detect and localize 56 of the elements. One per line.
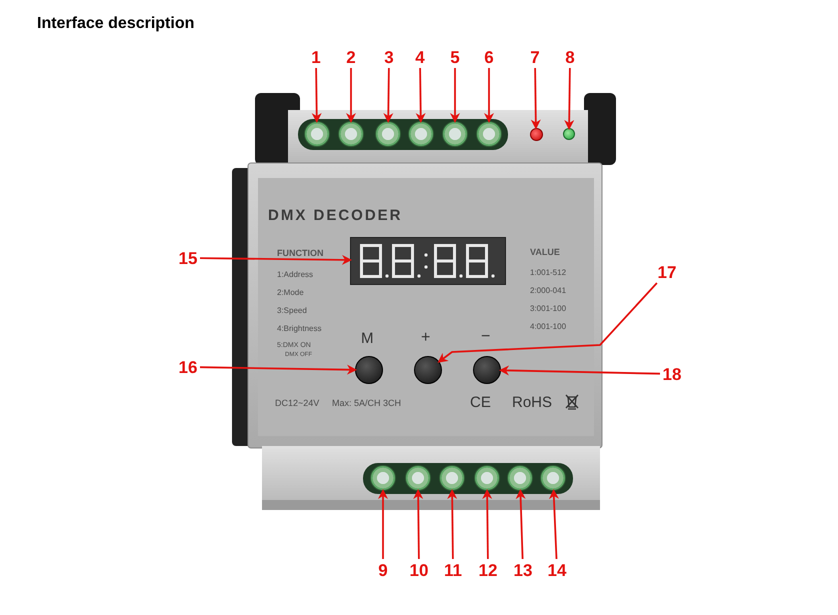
leader-arrow	[516, 489, 526, 560]
led-display	[350, 237, 506, 285]
leader-arrow	[416, 68, 426, 123]
leader-arrow	[378, 489, 388, 559]
leader-arrow	[438, 282, 658, 363]
callout-number: 15	[176, 247, 200, 269]
value-heading: VALUE	[530, 248, 560, 257]
function-item: 1:Address	[277, 271, 314, 279]
product-name: DMX DECODER	[268, 208, 403, 223]
callout-number: 11	[441, 559, 465, 581]
callout-number: 6	[479, 46, 499, 68]
callout-number: 1	[306, 46, 326, 68]
leader-arrow	[312, 68, 322, 123]
callout-number: 18	[660, 363, 684, 385]
callout-number: 10	[407, 559, 431, 581]
callout-number: 13	[511, 559, 535, 581]
callout-number: 3	[379, 46, 399, 68]
leader-arrow	[484, 68, 494, 123]
leader-arrow	[200, 364, 357, 375]
power-rating: DC12~24V	[275, 399, 320, 408]
leader-arrow	[383, 68, 394, 123]
callout-number: 4	[410, 46, 430, 68]
function-item: 2:Mode	[277, 289, 304, 297]
leader-arrow	[530, 68, 541, 130]
leader-arrow	[450, 68, 460, 123]
callout-number: 17	[655, 261, 679, 283]
callout-number: 14	[545, 559, 569, 581]
function-item: 4:Brightness	[277, 325, 322, 333]
value-range: 3:001-100	[530, 305, 566, 313]
leader-arrow	[482, 489, 492, 559]
button-label: M	[361, 331, 374, 346]
button-label: +	[421, 330, 430, 346]
leader-arrow	[413, 489, 424, 559]
callout-number: 2	[341, 46, 361, 68]
value-range: 4:001-100	[530, 323, 566, 331]
leader-arrow	[200, 254, 352, 265]
rohs-mark: RoHS	[512, 395, 552, 410]
leader-arrow	[548, 489, 559, 560]
page-title: Interface description	[37, 15, 194, 33]
leader-arrow	[499, 365, 660, 376]
value-range: 2:000-041	[530, 287, 566, 295]
leader-arrow	[564, 68, 574, 130]
callout-number: 9	[371, 559, 395, 581]
callout-number: 5	[445, 46, 465, 68]
callout-number: 8	[560, 46, 580, 68]
leader-arrow	[447, 489, 458, 559]
function-item: 3:Speed	[277, 307, 307, 315]
callout-number: 7	[525, 46, 545, 68]
value-range: 1:001-512	[530, 269, 566, 277]
ce-mark: CE	[470, 395, 491, 410]
current-rating: Max: 5A/CH 3CH	[332, 399, 402, 408]
callout-number: 16	[176, 356, 200, 378]
function-heading: FUNCTION	[277, 249, 324, 258]
button-label: −	[481, 329, 490, 345]
leader-arrow	[346, 68, 356, 123]
callout-number: 12	[476, 559, 500, 581]
